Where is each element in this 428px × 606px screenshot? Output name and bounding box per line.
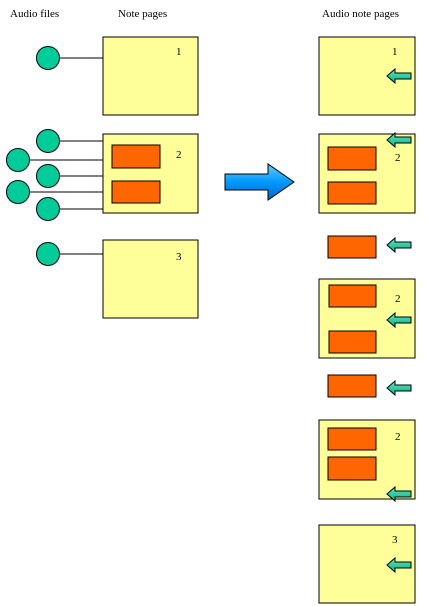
note-page-number: 1: [176, 46, 182, 58]
note-page-number: 3: [176, 251, 182, 263]
audio-file-circle: [36, 46, 60, 70]
note-block: [328, 284, 377, 308]
note-block: [111, 180, 161, 204]
note-block: [327, 427, 377, 451]
note-page-1: 1: [102, 36, 199, 116]
audio-connectors: [29, 57, 112, 255]
standalone-note-block-1: [327, 235, 412, 259]
header-audio-note-pages: Audio note pages: [322, 8, 399, 20]
note-block: [328, 330, 377, 354]
audio-note-page-2c: 2: [318, 419, 416, 502]
audio-note-page-number: 3: [392, 534, 398, 546]
audio-note-page-number: 2: [395, 293, 401, 305]
audio-note-page-number: 2: [395, 431, 401, 443]
note-page-3: 3: [102, 239, 199, 319]
note-block: [327, 181, 377, 205]
header-note-pages: Note pages: [118, 8, 167, 20]
note-page-2: 2: [102, 133, 199, 214]
audio-note-page-2a: 2: [318, 132, 416, 214]
audio-file-circle: [6, 148, 30, 172]
audio-files: [6, 46, 60, 266]
audio-file-circle: [36, 164, 60, 188]
audio-note-page-1: 1: [318, 36, 416, 116]
standalone-note-block-2: [327, 374, 412, 398]
audio-file-circle: [36, 197, 60, 221]
audio-note-page-2b: 2: [318, 278, 416, 359]
audio-note-page-3: 3: [318, 524, 416, 604]
audio-file-circle: [36, 129, 60, 153]
note-block: [327, 374, 377, 398]
note-page-number: 2: [176, 149, 182, 161]
header-audio-files: Audio files: [10, 8, 59, 20]
audio-note-page-number: 1: [392, 46, 398, 58]
note-page-box: [102, 36, 199, 116]
transform-arrow-icon: [224, 163, 295, 201]
audio-file-circle: [36, 242, 60, 266]
note-block: [327, 456, 377, 481]
note-block: [111, 144, 161, 169]
audio-pointer-arrow-icon: [386, 380, 412, 396]
audio-note-page-number: 2: [395, 152, 401, 164]
note-page-box: [102, 239, 199, 319]
note-block: [327, 146, 377, 171]
note-block: [327, 235, 377, 259]
audio-pointer-arrow-icon: [386, 237, 412, 253]
audio-file-circle: [6, 180, 30, 204]
